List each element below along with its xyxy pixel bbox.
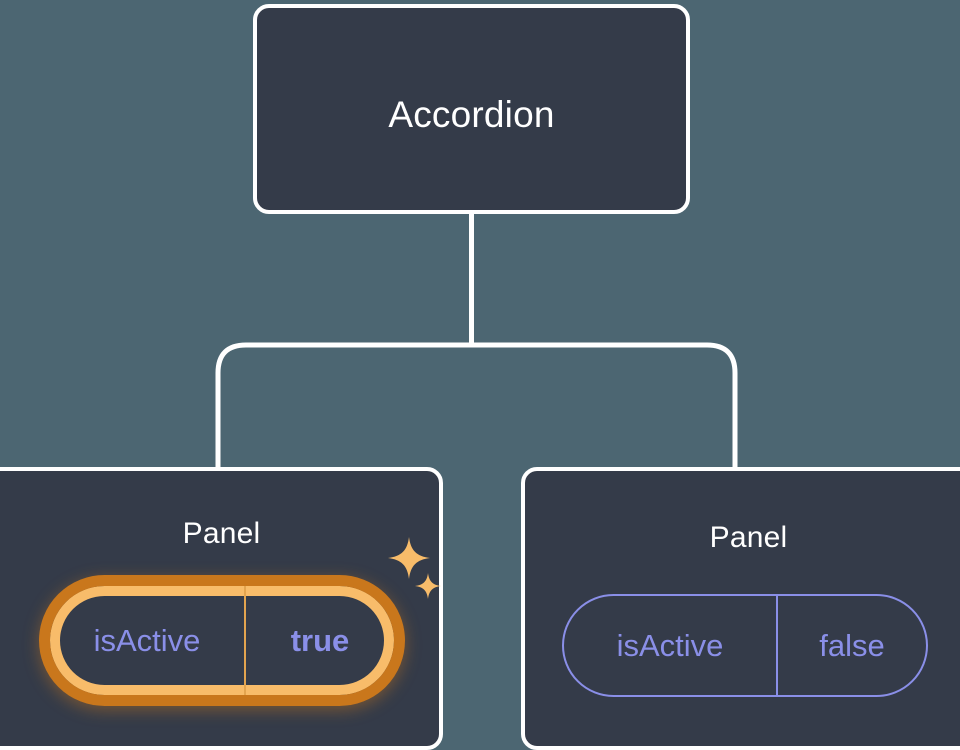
prop-pill-isactive-false[interactable]: isActive false bbox=[562, 594, 928, 697]
prop-name-isactive: isActive bbox=[50, 586, 246, 695]
node-label-panel-inactive: Panel bbox=[709, 521, 788, 554]
prop-name-isactive: isActive bbox=[564, 596, 778, 695]
tree-node-panel-inactive[interactable]: Panel isActive false bbox=[521, 467, 960, 750]
node-label-accordion: Accordion bbox=[388, 94, 555, 135]
prop-pill-isactive-true[interactable]: isActive true bbox=[39, 575, 405, 706]
node-label-panel-active: Panel bbox=[182, 517, 261, 550]
prop-pill-inner: isActive true bbox=[50, 586, 394, 695]
tree-node-panel-active[interactable]: Panel isActive true bbox=[0, 467, 443, 750]
tree-node-accordion[interactable]: Accordion bbox=[253, 4, 690, 214]
connector-branch-bus bbox=[215, 342, 738, 467]
prop-value-false: false bbox=[819, 627, 885, 663]
prop-value-true: true bbox=[290, 622, 350, 658]
component-tree-diagram: Accordion Panel isActive true Panel isAc… bbox=[0, 4, 960, 750]
